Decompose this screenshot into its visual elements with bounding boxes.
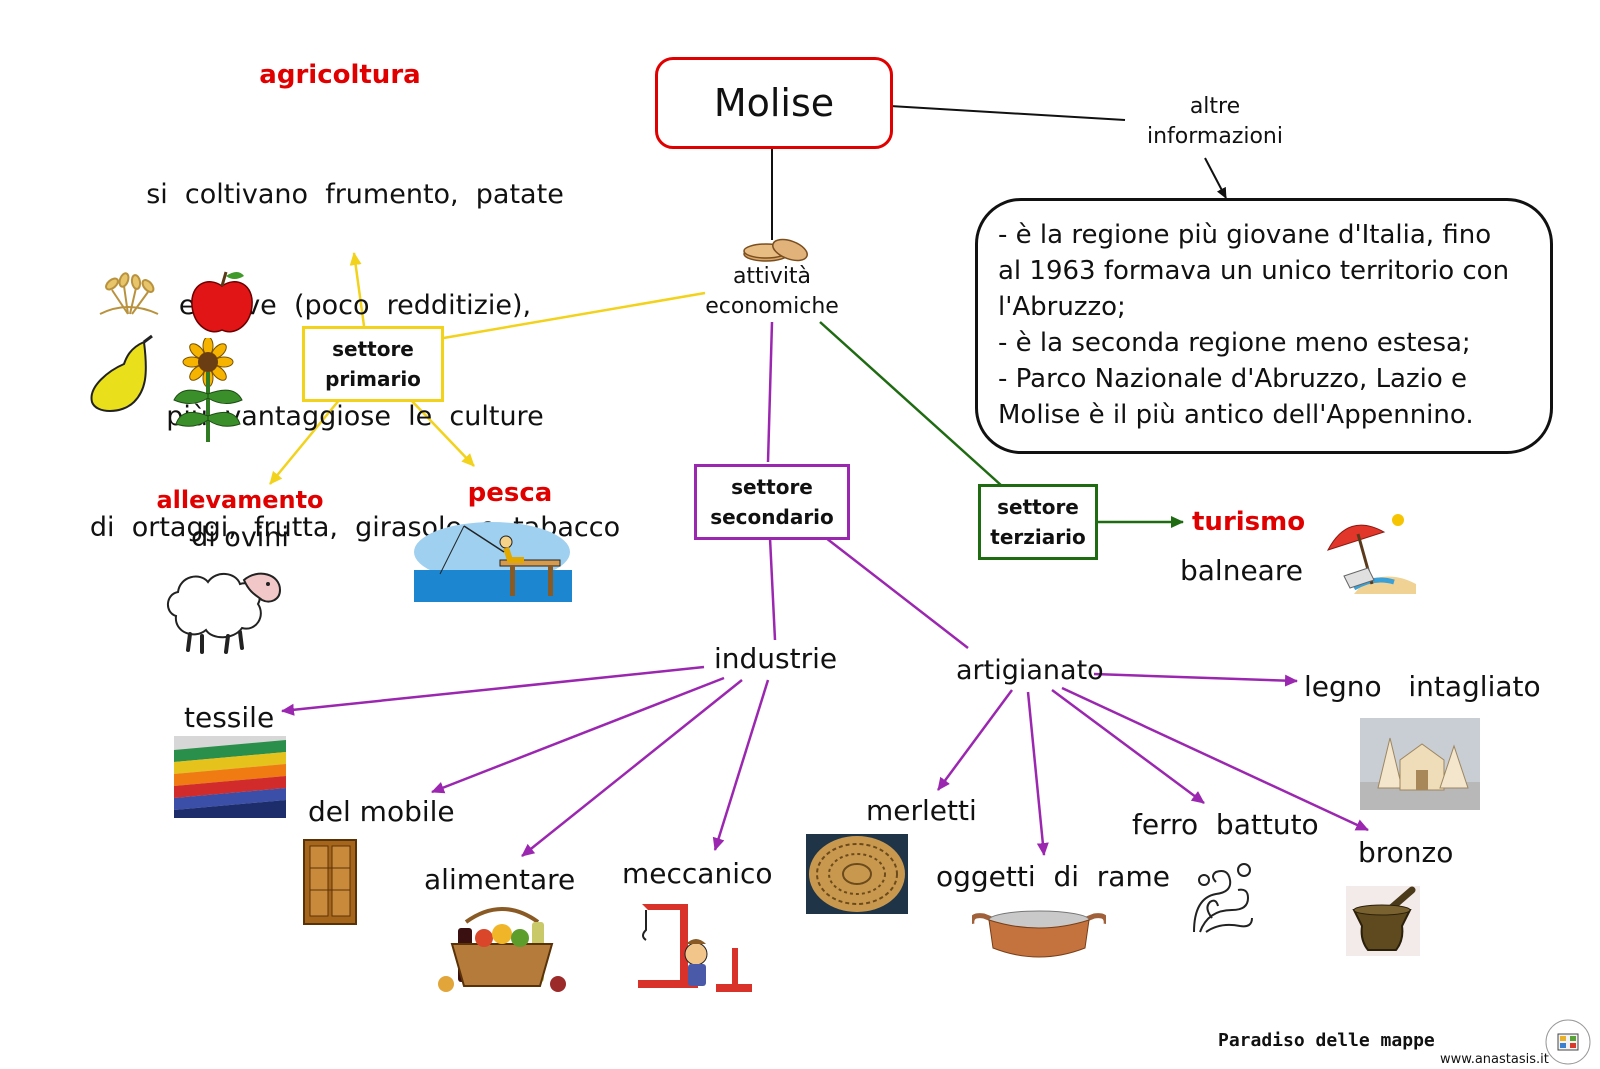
industry-item-meccanico: meccanico bbox=[622, 857, 773, 890]
link-secondary-crafts bbox=[825, 537, 969, 649]
agriculture-line: di ortaggi, frutta, girasole e tabacco bbox=[89, 512, 621, 543]
supermappe-logo-icon bbox=[1545, 1019, 1591, 1065]
wrought-iron-icon bbox=[1193, 863, 1253, 933]
footer-brand: Paradiso delle mappe bbox=[1218, 1030, 1435, 1051]
link-secondary-industry bbox=[768, 537, 777, 641]
info-line: - Parco Nazionale d'Abruzzo, Lazio e bbox=[998, 364, 1468, 394]
textile-icon bbox=[174, 736, 286, 818]
beach-umbrella-icon bbox=[1326, 514, 1416, 594]
info-line: l'Abruzzo; bbox=[998, 292, 1126, 322]
info-box: - è la regione più giovane d'Italia, fin… bbox=[975, 198, 1553, 454]
sunflower-icon bbox=[173, 338, 243, 442]
link-economic-secondary bbox=[766, 321, 774, 463]
fishing-icon bbox=[414, 522, 572, 602]
link-primary-fishing bbox=[409, 398, 475, 467]
crafts-item-bronzo: bronzo bbox=[1358, 836, 1454, 869]
link-crafts-rame bbox=[1026, 691, 1049, 856]
link-industry-mobile bbox=[431, 676, 725, 794]
other-info-label: altre informazioni bbox=[1146, 94, 1283, 149]
primary-sector-box: settore primario bbox=[302, 326, 444, 402]
copper-pan-icon bbox=[972, 910, 1106, 958]
apple-icon bbox=[191, 271, 253, 333]
info-line: - è la regione più giovane d'Italia, fin… bbox=[998, 220, 1492, 250]
breeding-title: allevamento bbox=[156, 486, 324, 514]
root-node: Molise bbox=[655, 57, 893, 149]
link-primary-breeding bbox=[269, 398, 341, 485]
link-industry-tessile bbox=[281, 665, 705, 716]
carved-wood-icon bbox=[1360, 718, 1480, 810]
tourism-text: balneare bbox=[1180, 554, 1303, 587]
link-info-box bbox=[1204, 157, 1227, 199]
footer-site: www.anastasis.it bbox=[1440, 1052, 1549, 1067]
agriculture-line: si coltivano frumento, patate bbox=[146, 179, 564, 210]
secondary-sector-box: settore secondario bbox=[694, 464, 850, 540]
link-root-info bbox=[889, 105, 1126, 121]
bronze-mortar-icon bbox=[1346, 886, 1420, 956]
wardrobe-icon bbox=[303, 839, 357, 925]
info-line: - è la seconda regione meno estesa; bbox=[998, 328, 1471, 358]
link-primary-agriculture bbox=[349, 252, 366, 327]
mechanic-icon bbox=[638, 904, 752, 992]
industry-item-mobile: del mobile bbox=[308, 795, 455, 828]
coins-icon bbox=[743, 238, 808, 262]
primary-sector-label: settore primario bbox=[325, 337, 421, 391]
industry-label: industrie bbox=[714, 642, 838, 675]
crafts-label: artigianato bbox=[956, 655, 1104, 686]
link-crafts-merletti bbox=[936, 689, 1014, 791]
tertiary-sector-box: settore terziario bbox=[978, 484, 1098, 560]
crafts-item-ferro: ferro battuto bbox=[1132, 808, 1319, 841]
tertiary-sector-label: settore terziario bbox=[990, 495, 1086, 549]
link-crafts-bronzo bbox=[1061, 686, 1369, 832]
info-box-lines: - è la regione più giovane d'Italia, fin… bbox=[998, 217, 1509, 433]
link-industry-meccanico bbox=[712, 679, 770, 851]
pear-icon bbox=[90, 334, 153, 412]
crafts-item-rame: oggetti di rame bbox=[936, 860, 1170, 893]
tourism-title: turismo bbox=[1192, 507, 1306, 537]
economic-label: attività economiche bbox=[705, 264, 839, 319]
info-line: al 1963 formava un unico territorio con bbox=[998, 256, 1510, 286]
breeding-text: di ovini bbox=[191, 522, 289, 553]
root-label: Molise bbox=[713, 81, 835, 125]
link-economic-primary bbox=[431, 291, 706, 342]
fishing-title: pesca bbox=[467, 478, 553, 508]
agriculture-line: e olive (poco redditizie), bbox=[178, 290, 532, 321]
agriculture-text: si coltivano frumento, patate e olive (p… bbox=[40, 102, 670, 583]
industry-item-alimentare: alimentare bbox=[424, 863, 576, 896]
link-economic-tertiary bbox=[819, 321, 1003, 487]
crafts-item-merletti: merletti bbox=[866, 794, 977, 827]
food-basket-icon bbox=[438, 907, 566, 992]
info-line: Molise è il più antico dell'Appennino. bbox=[998, 400, 1474, 430]
industry-item-tessile: tessile bbox=[184, 701, 275, 734]
link-industry-alimentare bbox=[521, 679, 743, 857]
sheep-icon bbox=[167, 572, 282, 654]
link-crafts-ferro bbox=[1051, 688, 1205, 805]
wheat-icon bbox=[99, 272, 159, 315]
agriculture-title: agricoltura bbox=[259, 60, 421, 90]
crafts-item-legno: legno intagliato bbox=[1304, 670, 1541, 703]
link-crafts-legno bbox=[1093, 672, 1298, 687]
lace-icon bbox=[806, 834, 908, 914]
secondary-sector-label: settore secondario bbox=[710, 475, 834, 529]
